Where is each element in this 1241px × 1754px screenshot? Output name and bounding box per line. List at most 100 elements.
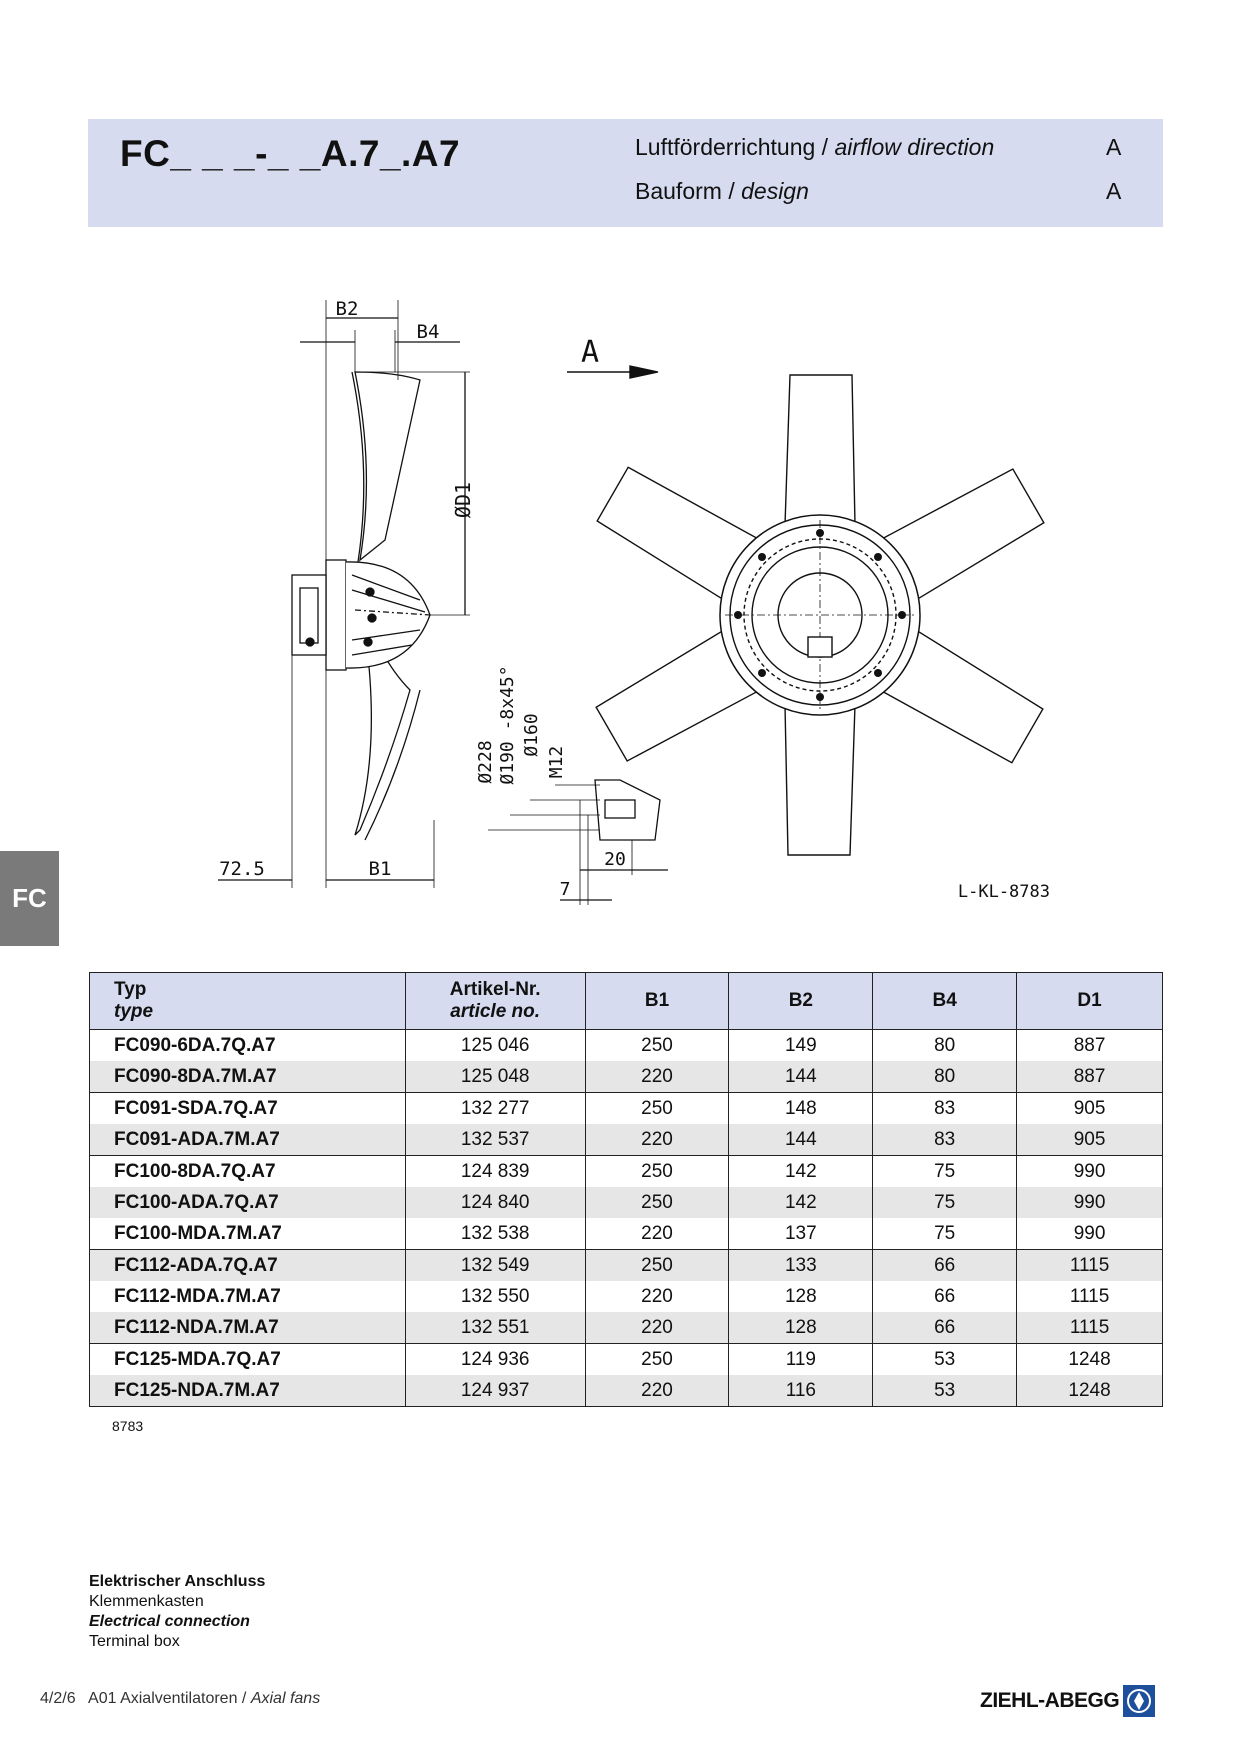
label-7: 7 bbox=[560, 879, 571, 900]
cell-d1: 905 bbox=[1016, 1092, 1163, 1124]
cell-b1: 220 bbox=[584, 1312, 730, 1344]
cell-b1: 220 bbox=[584, 1061, 730, 1093]
cell-article: 132 551 bbox=[404, 1312, 586, 1344]
cell-d1: 990 bbox=[1016, 1187, 1163, 1218]
side-view: B2 B4 ØD1 72.5 B1 bbox=[218, 298, 475, 888]
table-header-row: Typ type Artikel-Nr. article no. B1 B2 B… bbox=[89, 972, 1163, 1030]
cell-b4: 80 bbox=[872, 1061, 1018, 1093]
cell-b2: 119 bbox=[728, 1343, 874, 1375]
cell-type: FC100-ADA.7Q.A7 bbox=[89, 1187, 406, 1218]
label-b2: B2 bbox=[336, 298, 359, 320]
cell-b1: 220 bbox=[584, 1124, 730, 1156]
brand-name: ZIEHL-ABEGG bbox=[980, 1689, 1120, 1712]
cell-b2: 128 bbox=[728, 1281, 874, 1312]
cell-b4: 83 bbox=[872, 1092, 1018, 1124]
cell-d1: 1115 bbox=[1016, 1249, 1163, 1281]
label-d160: Ø160 bbox=[521, 713, 542, 756]
label-m12: M12 bbox=[546, 746, 567, 779]
cell-article: 132 277 bbox=[404, 1092, 586, 1124]
label-b1: B1 bbox=[369, 858, 392, 880]
front-view: A bbox=[567, 335, 1045, 856]
cell-article: 125 048 bbox=[404, 1061, 586, 1093]
cell-b1: 220 bbox=[584, 1218, 730, 1250]
cell-b1: 250 bbox=[584, 1155, 730, 1187]
fan-drawing: B2 B4 ØD1 72.5 B1 Ø228 Ø190 -8x45° Ø160 … bbox=[218, 298, 1050, 905]
label-d190: Ø190 -8x45° bbox=[497, 665, 518, 784]
cell-type: FC100-8DA.7Q.A7 bbox=[89, 1155, 406, 1187]
page-number: 4/2/6 bbox=[40, 1690, 76, 1707]
cell-article: 124 840 bbox=[404, 1187, 586, 1218]
cell-b1: 250 bbox=[584, 1029, 730, 1061]
design-value: A bbox=[1106, 178, 1122, 204]
cell-type: FC090-6DA.7Q.A7 bbox=[89, 1029, 406, 1061]
cell-article: 132 550 bbox=[404, 1281, 586, 1312]
cell-b4: 53 bbox=[872, 1343, 1018, 1375]
header-b2: B2 bbox=[728, 972, 874, 1030]
model-code: FC_ _ _-_ _A.7_.A7 bbox=[120, 133, 461, 174]
cell-b2: 148 bbox=[728, 1092, 874, 1124]
cell-b1: 250 bbox=[584, 1249, 730, 1281]
cell-b1: 250 bbox=[584, 1343, 730, 1375]
cell-article: 124 839 bbox=[404, 1155, 586, 1187]
cell-b4: 80 bbox=[872, 1029, 1018, 1061]
side-tab: FC bbox=[0, 851, 59, 946]
cell-b2: 133 bbox=[728, 1249, 874, 1281]
cell-article: 124 936 bbox=[404, 1343, 586, 1375]
label-20: 20 bbox=[604, 849, 626, 870]
cell-b4: 75 bbox=[872, 1218, 1018, 1250]
table-note: 8783 bbox=[112, 1418, 144, 1434]
cell-type: FC090-8DA.7M.A7 bbox=[89, 1061, 406, 1093]
cell-d1: 990 bbox=[1016, 1218, 1163, 1250]
cell-b4: 53 bbox=[872, 1375, 1018, 1407]
cell-b4: 66 bbox=[872, 1249, 1018, 1281]
electrical-connection: Elektrischer Anschluss Klemmenkasten Ele… bbox=[89, 1573, 266, 1650]
cell-d1: 887 bbox=[1016, 1029, 1163, 1061]
cell-d1: 905 bbox=[1016, 1124, 1163, 1156]
cell-article: 132 538 bbox=[404, 1218, 586, 1250]
cell-d1: 1248 bbox=[1016, 1375, 1163, 1407]
airflow-arrow-label: A bbox=[581, 335, 599, 370]
cell-b2: 149 bbox=[728, 1029, 874, 1061]
cell-article: 125 046 bbox=[404, 1029, 586, 1061]
cell-b2: 128 bbox=[728, 1312, 874, 1344]
cell-type: FC112-ADA.7Q.A7 bbox=[89, 1249, 406, 1281]
cell-b4: 66 bbox=[872, 1312, 1018, 1344]
cell-b2: 142 bbox=[728, 1155, 874, 1187]
page-footer: 4/2/6 A01 Axialventilatoren / Axial fans bbox=[40, 1690, 321, 1707]
label-d228: Ø228 bbox=[475, 740, 496, 783]
label-b4: B4 bbox=[417, 321, 440, 343]
cell-b2: 144 bbox=[728, 1061, 874, 1093]
cell-type: FC091-ADA.7M.A7 bbox=[89, 1124, 406, 1156]
cell-article: 132 549 bbox=[404, 1249, 586, 1281]
label-72-5: 72.5 bbox=[219, 858, 265, 880]
brand-emblem-icon bbox=[1123, 1685, 1156, 1717]
cell-d1: 1248 bbox=[1016, 1343, 1163, 1375]
cell-type: FC112-NDA.7M.A7 bbox=[89, 1312, 406, 1344]
cell-b2: 144 bbox=[728, 1124, 874, 1156]
cell-b2: 137 bbox=[728, 1218, 874, 1250]
airflow-label: Luftförderrichtung / airflow direction bbox=[635, 134, 995, 160]
cell-b4: 75 bbox=[872, 1155, 1018, 1187]
cell-type: FC125-MDA.7Q.A7 bbox=[89, 1343, 406, 1375]
cell-b2: 142 bbox=[728, 1187, 874, 1218]
cell-b1: 250 bbox=[584, 1187, 730, 1218]
cell-type: FC125-NDA.7M.A7 bbox=[89, 1375, 406, 1407]
cell-article: 132 537 bbox=[404, 1124, 586, 1156]
header-article: Artikel-Nr. article no. bbox=[404, 972, 586, 1030]
brand-logo: ZIEHL-ABEGG bbox=[980, 1684, 1156, 1718]
header-b1: B1 bbox=[584, 972, 730, 1030]
cell-d1: 990 bbox=[1016, 1155, 1163, 1187]
design-label: Bauform / design bbox=[635, 178, 809, 204]
cell-b4: 66 bbox=[872, 1281, 1018, 1312]
